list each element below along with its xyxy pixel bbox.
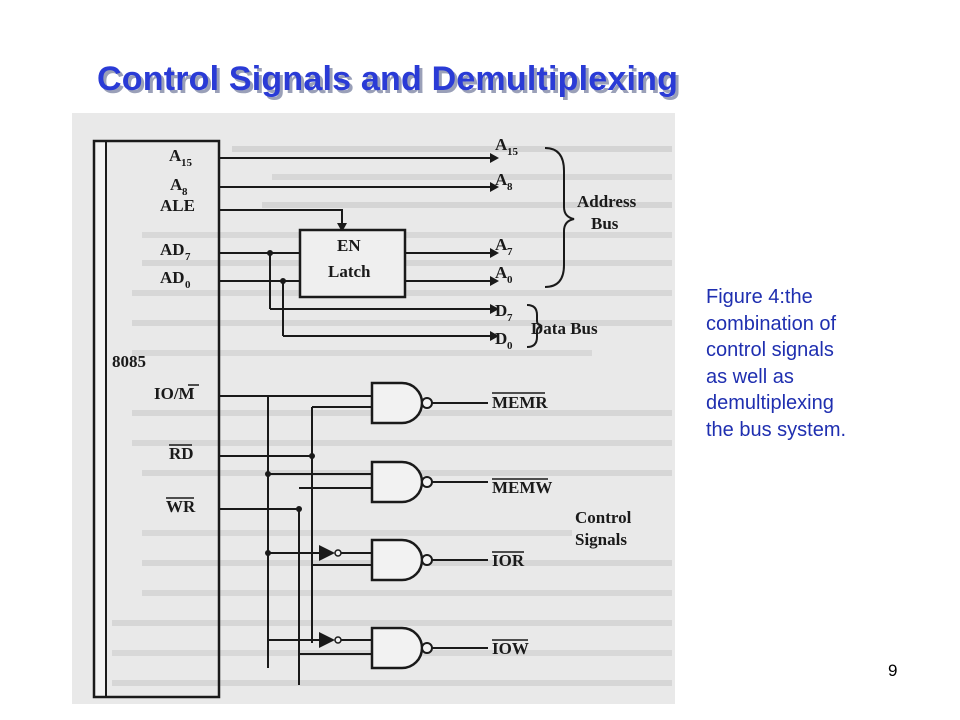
signal-memw-label: MEMW [492, 478, 552, 497]
pin-ale-label: ALE [160, 196, 195, 215]
inverter-iow-bubble [334, 636, 342, 644]
out-a15-sub: 15 [507, 146, 519, 158]
pin-a8-sub: 8 [182, 186, 188, 198]
inverter-iow [319, 632, 335, 648]
signal-memr-label: MEMR [492, 393, 548, 412]
arrow-ale [337, 223, 347, 232]
signal-iow-label: IOW [492, 639, 529, 658]
nand-gate-iow [370, 626, 424, 670]
pin-a8-label: A [170, 175, 183, 194]
pin-a15-label: A [169, 146, 182, 165]
address-bus-brace [544, 147, 575, 288]
out-a8-label: A [495, 170, 508, 189]
wire-ale [219, 209, 343, 225]
arrow-a8 [490, 182, 499, 192]
junction-iom-2 [265, 550, 271, 556]
arrow-a0 [490, 276, 499, 286]
data-bus-brace [526, 304, 543, 348]
caption-line-6: the bus system. [706, 418, 847, 441]
inverter-ior [319, 545, 335, 561]
chip-body [93, 140, 107, 698]
pin-io-m-label: IO/M [154, 384, 195, 403]
arrow-a7 [490, 248, 499, 258]
nand-gate-memw [370, 460, 424, 504]
out-d0-sub: 0 [507, 340, 513, 352]
nand-bubble-memr [421, 397, 433, 409]
nand-gate-ior [370, 538, 424, 582]
latch-box [298, 228, 407, 299]
pin-rd-label: RD [169, 444, 194, 463]
out-a0-sub: 0 [507, 274, 513, 286]
page-number: 9 [888, 661, 898, 680]
address-bus-label-1: Address [577, 192, 637, 211]
junction-wr-1 [296, 506, 302, 512]
pin-a15-sub: 15 [181, 157, 193, 169]
arrow-d7 [490, 304, 499, 314]
out-a7-sub: 7 [507, 246, 513, 258]
chip-label: 8085 [112, 352, 146, 371]
pin-ad7-label: AD [160, 240, 185, 259]
junction-d7 [267, 250, 273, 256]
out-a0-label: A [495, 263, 508, 282]
control-signals-label-1: Control [575, 508, 632, 527]
bus-diagram: 8085 A 15 A 8 ALE AD 7 AD 0 IO/M RD WR E… [72, 113, 675, 704]
slide-title: Control Signals and Demultiplexing [97, 60, 679, 98]
nand-bubble-ior [421, 554, 433, 566]
junction-iom-1 [265, 471, 271, 477]
control-signals-label-2: Signals [575, 530, 627, 549]
out-d0-label: D [495, 329, 507, 348]
junction-rd-1 [309, 453, 315, 459]
chip-outline [92, 139, 221, 699]
nand-gate-memr [370, 381, 424, 425]
pin-wr-label: WR [166, 497, 196, 516]
bus-diagram-svg: 8085 A 15 A 8 ALE AD 7 AD 0 IO/M RD WR E… [92, 135, 672, 699]
caption-line-1: Figure 4:the [706, 286, 813, 308]
out-a7-label: A [495, 235, 508, 254]
out-a8-sub: 8 [507, 181, 513, 193]
latch-label: Latch [328, 262, 371, 281]
out-a15-label: A [495, 135, 508, 154]
arrow-a15 [490, 153, 499, 163]
latch-en-label: EN [337, 236, 361, 255]
address-bus-label-2: Bus [591, 214, 619, 233]
caption-line-3: control signals [706, 339, 834, 361]
nand-bubble-memw [421, 476, 433, 488]
out-d7-sub: 7 [507, 312, 513, 324]
inverter-ior-bubble [334, 549, 342, 557]
junction-d0 [280, 278, 286, 284]
signal-ior-label: IOR [492, 551, 525, 570]
pin-ad0-sub: 0 [185, 279, 191, 291]
pin-ad0-label: AD [160, 268, 185, 287]
figure-caption: Figure 4:the combination of control sign… [706, 284, 926, 443]
data-bus-label: Data Bus [531, 319, 598, 338]
caption-line-2: combination of [706, 312, 837, 335]
nand-bubble-iow [421, 642, 433, 654]
arrow-d0 [490, 331, 499, 341]
out-d7-label: D [495, 301, 507, 320]
pin-ad7-sub: 7 [185, 251, 191, 263]
caption-line-5: demultiplexing [706, 392, 834, 414]
caption-line-4: as well as [706, 365, 794, 388]
